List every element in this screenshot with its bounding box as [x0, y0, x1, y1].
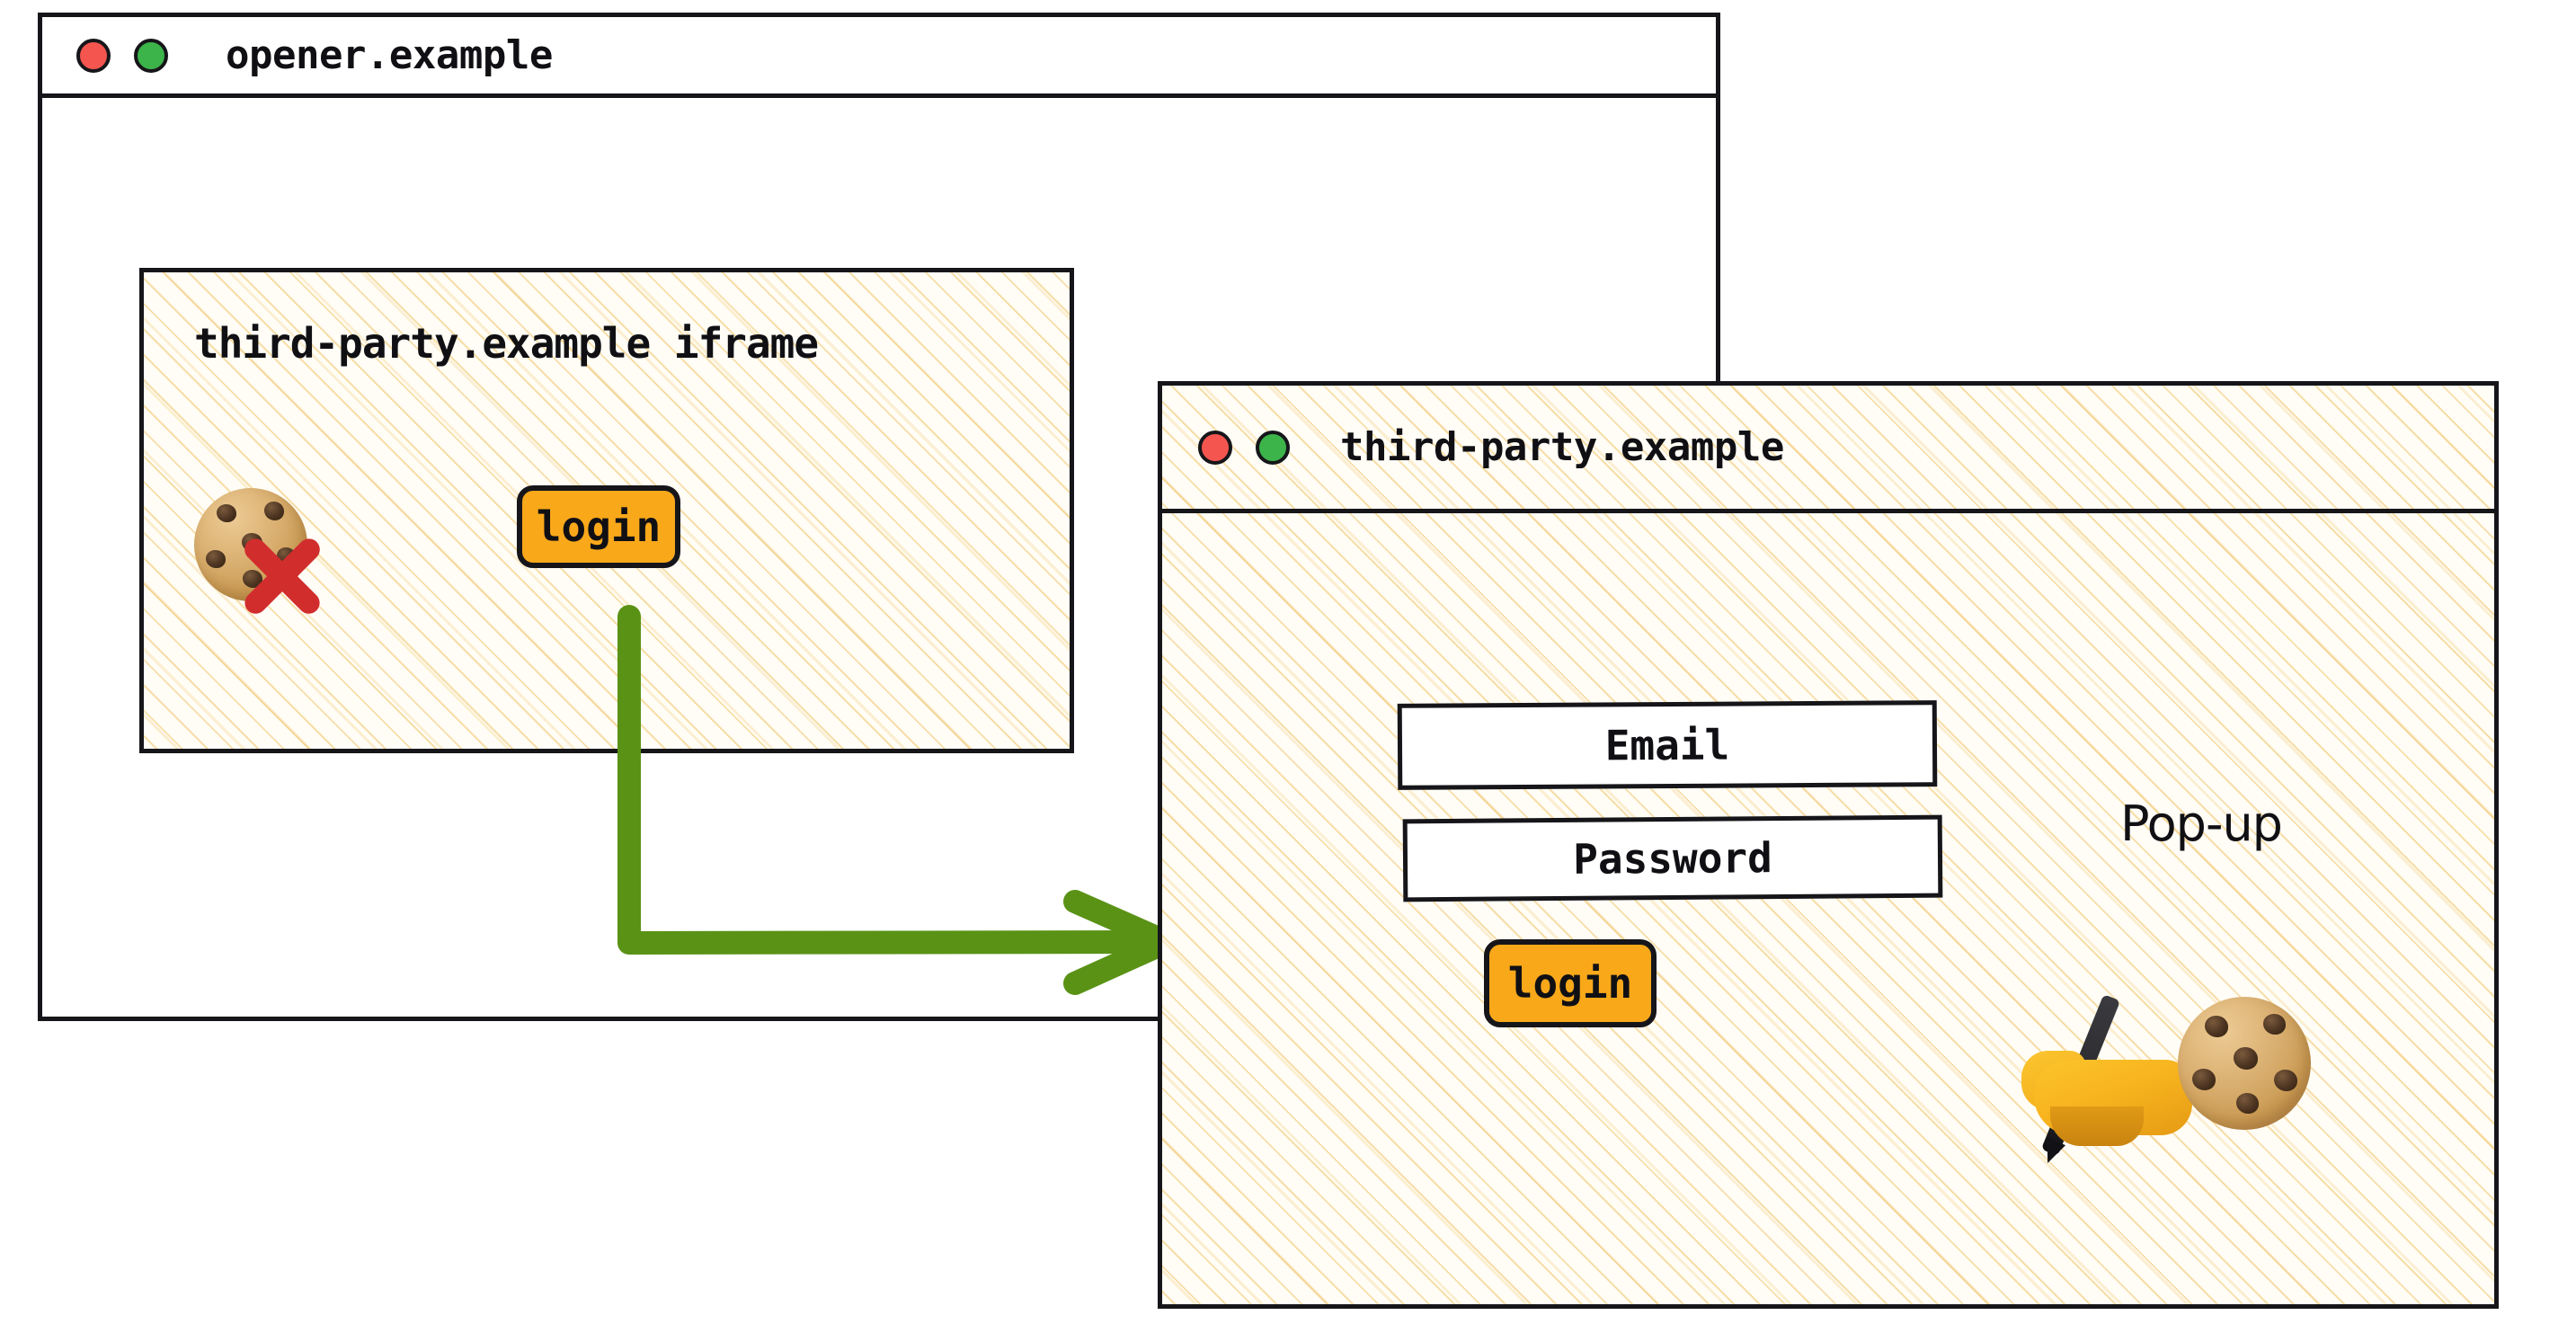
- writing-hand-icon: [2018, 994, 2207, 1168]
- popup-login-button[interactable]: login: [1484, 939, 1657, 1027]
- opener-window-controls: [76, 38, 168, 73]
- password-field[interactable]: Password: [1402, 814, 1943, 902]
- third-party-iframe: third-party.example iframe: [139, 268, 1074, 753]
- opener-titlebar: opener.example: [42, 17, 1716, 98]
- popup-titlebar: third-party.example: [1162, 386, 2494, 513]
- email-field[interactable]: Email: [1397, 700, 1938, 790]
- popup-window-title: third-party.example: [1340, 424, 1784, 470]
- close-icon[interactable]: [76, 38, 111, 73]
- popup-caption-label: Pop-up: [2120, 795, 2283, 852]
- iframe-login-button[interactable]: login: [517, 485, 680, 568]
- close-icon[interactable]: [1198, 430, 1232, 465]
- maximize-icon[interactable]: [134, 38, 168, 73]
- popup-window-body: Email Password login Pop-up: [1162, 513, 2494, 1304]
- blocked-cookie-group: [194, 488, 338, 632]
- opener-window-title: opener.example: [226, 32, 553, 78]
- iframe-title-label: third-party.example iframe: [194, 319, 819, 368]
- cookie-icon: [2178, 997, 2311, 1130]
- popup-browser-window: third-party.example Email Password login…: [1158, 381, 2499, 1309]
- maximize-icon[interactable]: [1256, 430, 1290, 465]
- popup-window-controls: [1198, 430, 1290, 465]
- cookie-blocked-x-icon: [234, 528, 331, 625]
